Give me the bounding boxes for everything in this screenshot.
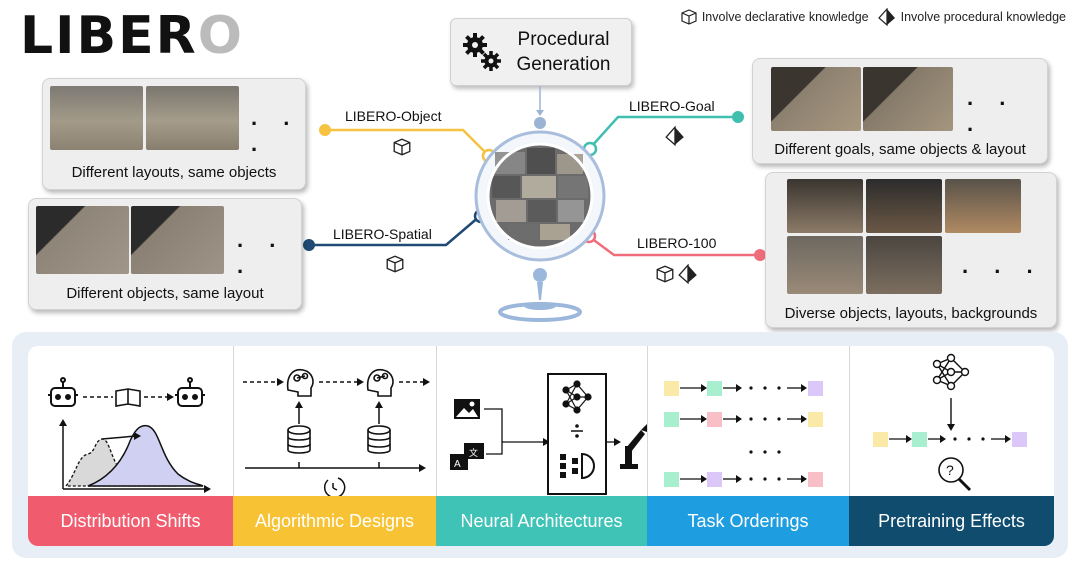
spatial-caption: Different objects, same layout — [66, 285, 264, 302]
ellipsis: . . . — [251, 105, 300, 156]
procedural-generation-box: Procedural Generation — [450, 18, 632, 86]
robot-arm-icon — [620, 424, 647, 469]
procedural-label-line2: Generation — [516, 54, 611, 75]
libero-logo: LIBERO — [20, 10, 244, 62]
cube-icon — [393, 138, 411, 156]
libero-spatial-card: . . . Different objects, same layout — [28, 198, 302, 310]
database-icon — [367, 425, 391, 454]
scene-image — [787, 179, 863, 233]
ellipsis: . . . — [967, 85, 1016, 136]
libero-100-card: . . . Diverse objects, layouts, backgrou… — [765, 172, 1057, 328]
pyramid-icon — [678, 264, 697, 284]
object-caption: Different layouts, same objects — [71, 164, 277, 181]
neural-architectures-illustration: A 文 — [450, 373, 647, 495]
task-sequence-row — [664, 412, 823, 427]
libero-goal-label: LIBERO-Goal — [629, 98, 715, 114]
pyramid-icon — [877, 8, 895, 26]
robot-icon — [48, 377, 78, 407]
model-box — [547, 373, 607, 495]
robot-icon — [175, 377, 205, 407]
legend-procedural: Involve procedural knowledge — [900, 10, 1066, 24]
distribution-shifts-label: Distribution Shifts — [28, 496, 233, 546]
legend: Involve declarative knowledge Involve pr… — [680, 8, 1066, 26]
object-connector — [325, 128, 489, 156]
object-scene-image — [146, 86, 239, 150]
distribution-shifts-column: Distribution Shifts — [28, 346, 234, 546]
task-sequence-row — [664, 472, 823, 487]
svg-text:文: 文 — [469, 447, 478, 458]
neural-net-icon — [562, 380, 592, 414]
procedural-label-line1: Procedural — [517, 29, 610, 50]
timer-icon — [323, 477, 346, 496]
libero-object-card: . . . Different layouts, same objects — [42, 78, 306, 190]
logo-text-o: O — [197, 6, 244, 66]
goal-scene-image — [863, 67, 953, 131]
neural-architectures-column: A 文 — [436, 346, 648, 546]
algorithmic-designs-column: Algorithmic Designs — [233, 346, 437, 546]
procedural-generation-label: Procedural Generation — [506, 27, 621, 77]
pyramid-icon — [665, 126, 684, 146]
task-orderings-label: Task Orderings — [647, 496, 849, 546]
legend-declarative: Involve declarative knowledge — [701, 10, 869, 24]
scene-image — [866, 236, 942, 294]
hundred-caption: Diverse objects, layouts, backgrounds — [784, 305, 1038, 322]
task-orderings-column: Task Orderings — [647, 346, 850, 546]
pretraining-effects-column: ? Pretraining Effects — [849, 346, 1054, 546]
libero-goal-card: . . . Different goals, same objects & la… — [752, 58, 1048, 164]
libero-100-label: LIBERO-100 — [637, 235, 717, 251]
book-icon — [115, 388, 141, 407]
goal-caption: Different goals, same objects & layout — [774, 141, 1026, 158]
distribution-shift-illustration — [48, 377, 211, 493]
pretraining-effects-illustration: ? — [873, 353, 1027, 492]
learner-head-icon — [366, 368, 394, 397]
svg-text:?: ? — [946, 462, 954, 478]
pretraining-effects-label: Pretraining Effects — [849, 496, 1054, 546]
cube-icon — [681, 9, 697, 25]
gears-icon — [463, 33, 501, 71]
libero-object-label: LIBERO-Object — [345, 108, 442, 124]
learner-head-icon — [286, 368, 314, 397]
network-block-icon — [560, 452, 595, 480]
connector-lines — [303, 86, 766, 322]
cube-icon — [656, 265, 674, 283]
goal-connector — [590, 115, 738, 148]
task-sequence-row — [664, 381, 823, 396]
svg-text:A: A — [454, 459, 461, 470]
algorithmic-designs-label: Algorithmic Designs — [233, 496, 436, 546]
neural-net-icon — [932, 353, 970, 391]
task-orderings-illustration — [664, 381, 823, 487]
ellipsis: . . . — [237, 227, 286, 278]
divide-symbol — [571, 424, 583, 438]
hundred-connector — [590, 236, 760, 257]
spatial-connector — [309, 215, 481, 247]
translate-icon: A 文 — [450, 443, 484, 470]
database-icon — [287, 425, 311, 454]
neural-architectures-label: Neural Architectures — [436, 496, 647, 546]
object-scene-image — [50, 86, 143, 150]
image-input-icon — [454, 399, 480, 419]
libero-spatial-label: LIBERO-Spatial — [333, 226, 432, 242]
cube-icon — [386, 255, 404, 273]
spatial-scene-image — [131, 206, 224, 274]
scene-image — [787, 236, 863, 294]
research-topics: Distribution Shifts — [28, 346, 1054, 546]
goal-scene-image — [771, 67, 861, 131]
logo-text: LIBER — [20, 6, 198, 66]
algorithmic-designs-illustration — [243, 368, 430, 496]
spatial-scene-image — [36, 206, 129, 274]
scene-image — [866, 179, 942, 233]
magnifier-question-icon: ? — [938, 457, 972, 492]
scene-image — [945, 179, 1021, 233]
ellipsis: . . . — [962, 253, 1043, 278]
